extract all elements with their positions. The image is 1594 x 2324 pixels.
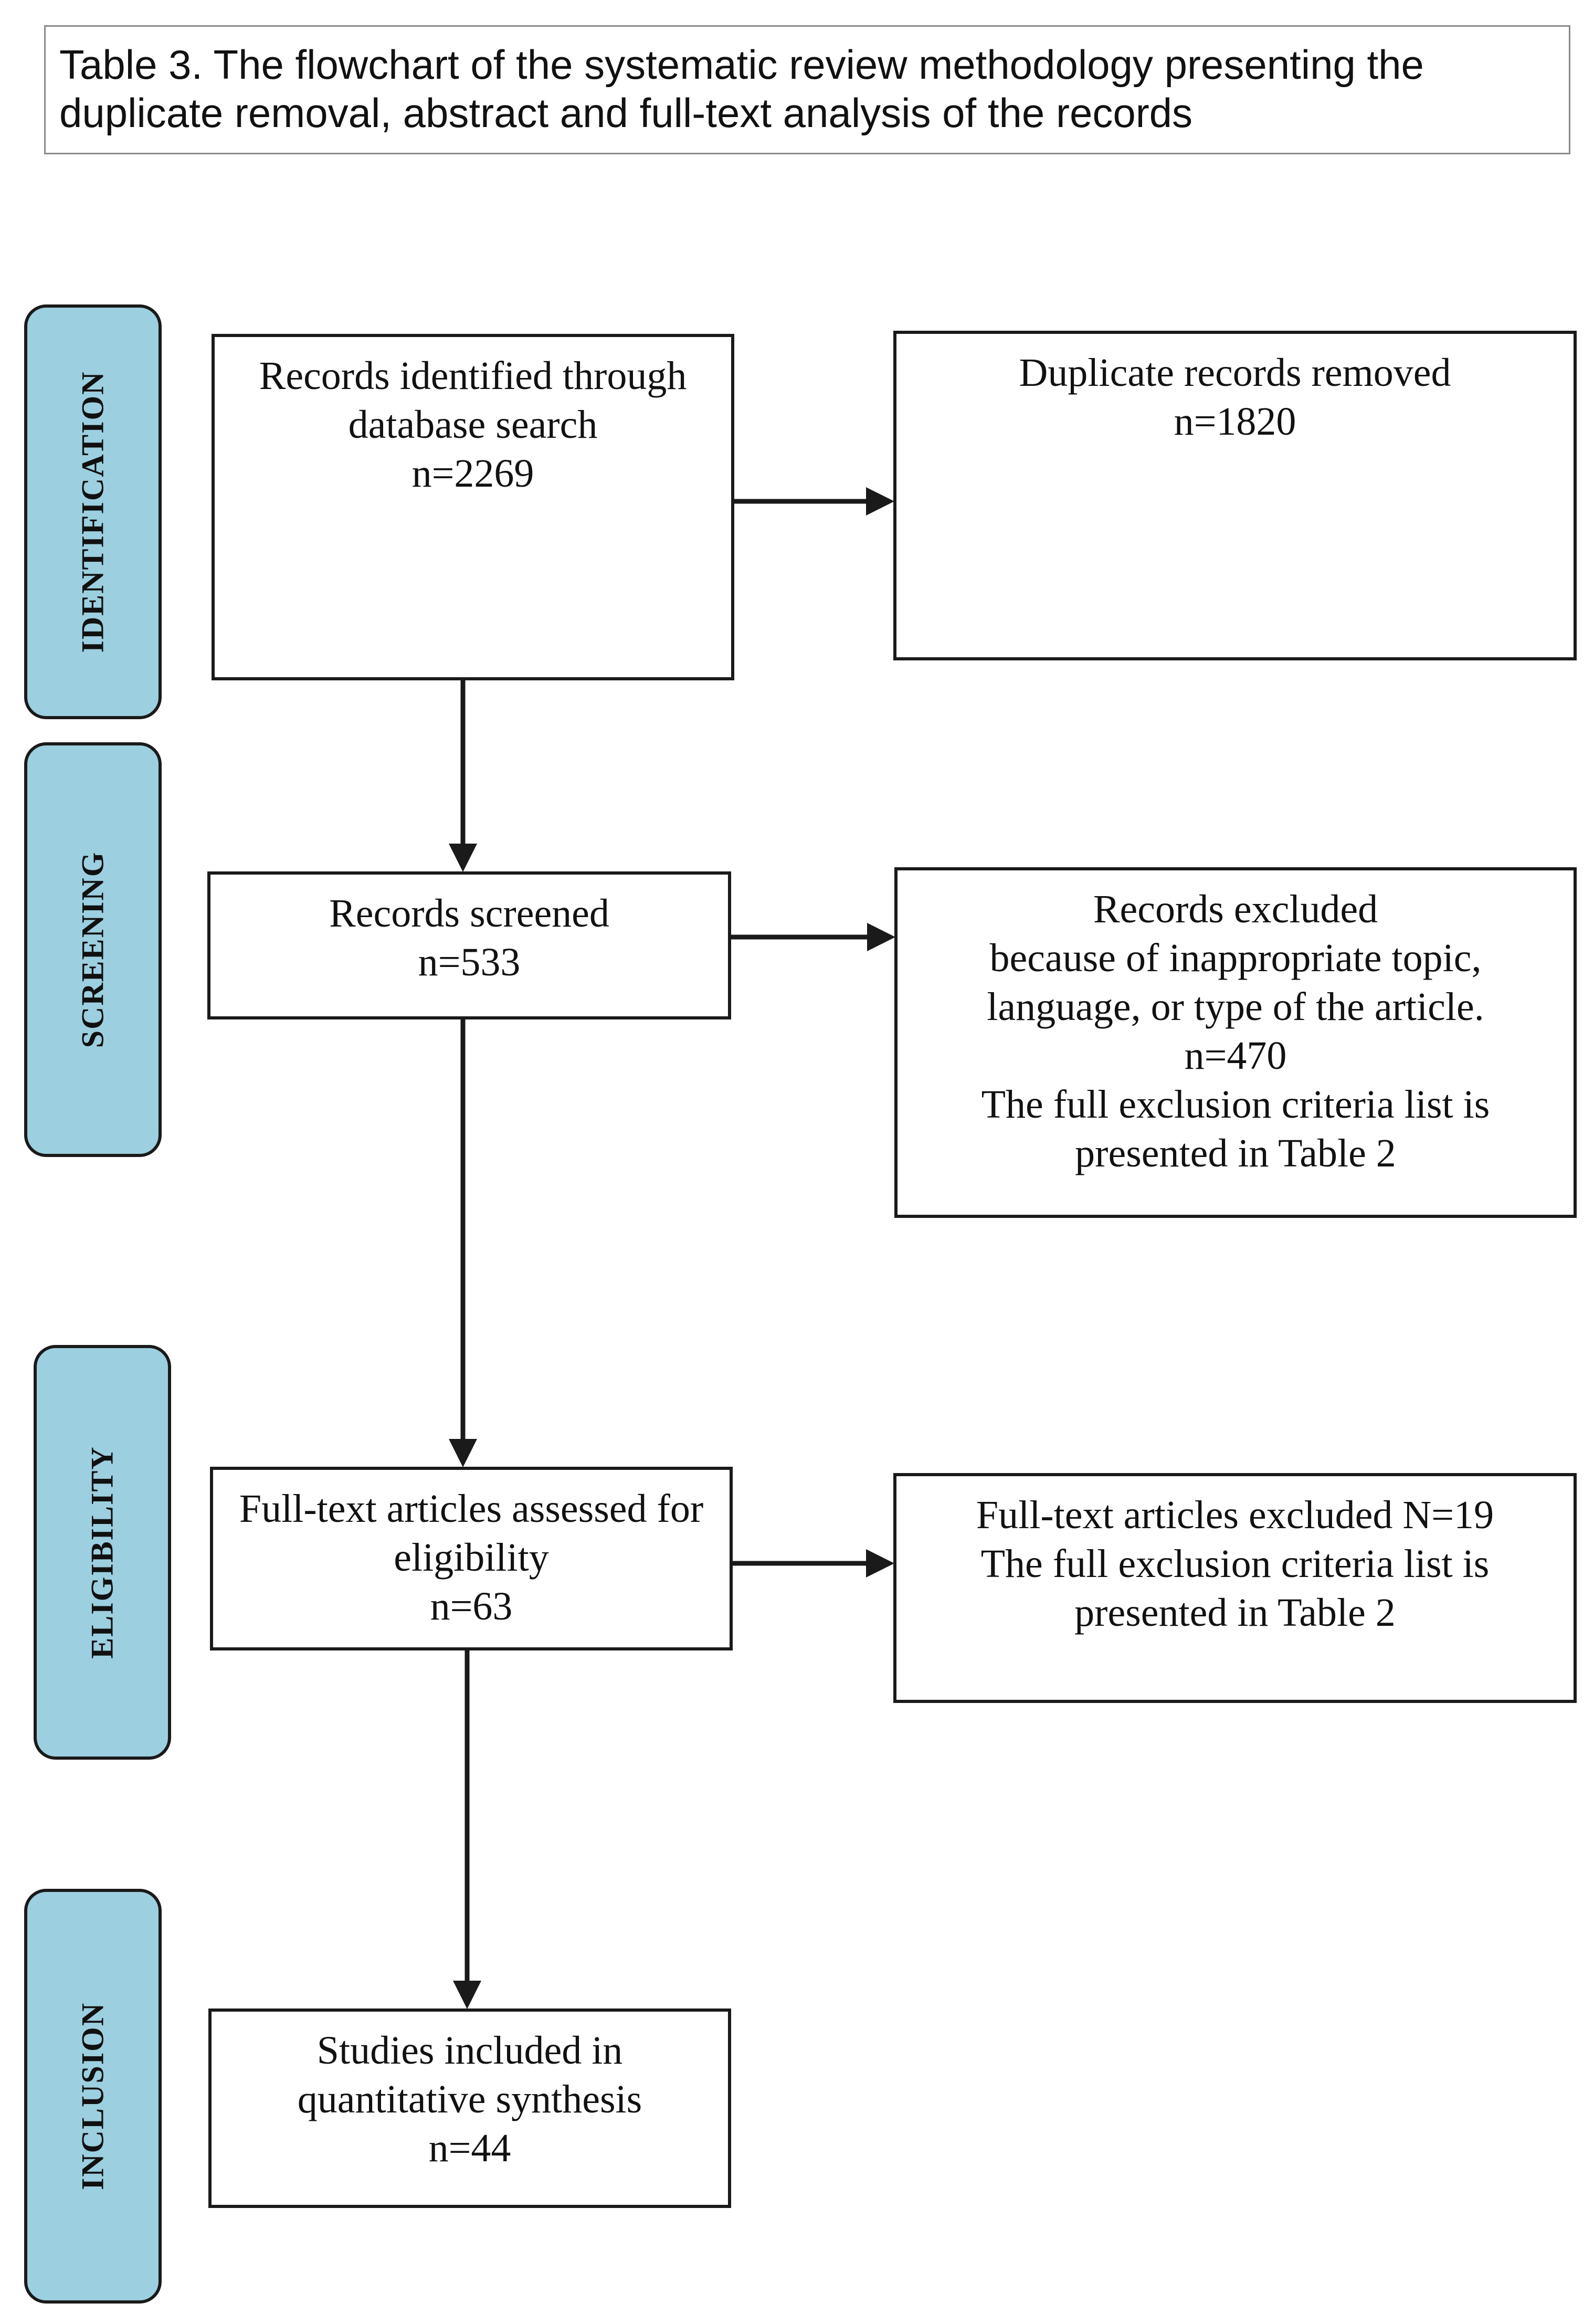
stage-eligibility: ELIGIBILITY <box>34 1345 171 1760</box>
stage-screening: SCREENING <box>24 742 162 1157</box>
duplicates-removed-text: Duplicate records removed n=1820 <box>1019 351 1451 444</box>
records-screened-box: Records screened n=533 <box>207 871 731 1019</box>
records-identified-text: Records identified through database sear… <box>259 354 687 496</box>
fulltext-excluded-text: Full-text articles excluded N=19 The ful… <box>976 1493 1494 1635</box>
title-box: Table 3. The flowchart of the systematic… <box>44 25 1570 154</box>
studies-included-text: Studies included in quantitative synthes… <box>297 2028 642 2170</box>
records-excluded-text: Records excluded because of inappropriat… <box>981 887 1490 1175</box>
fulltext-excluded-box: Full-text articles excluded N=19 The ful… <box>893 1473 1577 1703</box>
stage-inclusion: INCLUSION <box>24 1889 162 2304</box>
records-screened-text: Records screened n=533 <box>329 891 609 984</box>
duplicates-removed-box: Duplicate records removed n=1820 <box>893 331 1577 660</box>
figure-title: Table 3. The flowchart of the systematic… <box>59 41 1424 136</box>
stage-identification: IDENTIFICATION <box>24 304 162 719</box>
records-excluded-box: Records excluded because of inappropriat… <box>894 867 1577 1218</box>
records-identified-box: Records identified through database sear… <box>212 334 734 680</box>
studies-included-box: Studies included in quantitative synthes… <box>208 2008 731 2208</box>
fulltext-assessed-box: Full-text articles assessed for eligibil… <box>210 1467 733 1650</box>
fulltext-assessed-text: Full-text articles assessed for eligibil… <box>239 1487 704 1628</box>
